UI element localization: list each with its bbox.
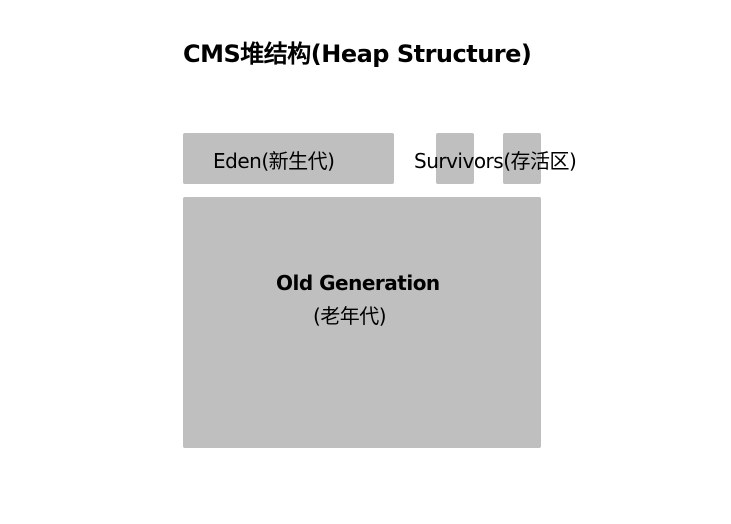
survivor-region-2 [503,133,541,184]
eden-label: Eden(新生代) [213,149,335,173]
diagram-title: CMS堆结构(Heap Structure) [183,40,532,68]
old-generation-label: Old Generation [276,271,440,295]
survivors-label: Survivors(存活区) [414,149,577,173]
old-generation-sublabel: (老年代) [313,304,387,328]
eden-region [183,133,394,184]
old-generation-region [183,197,541,448]
survivor-region-1 [436,133,474,184]
